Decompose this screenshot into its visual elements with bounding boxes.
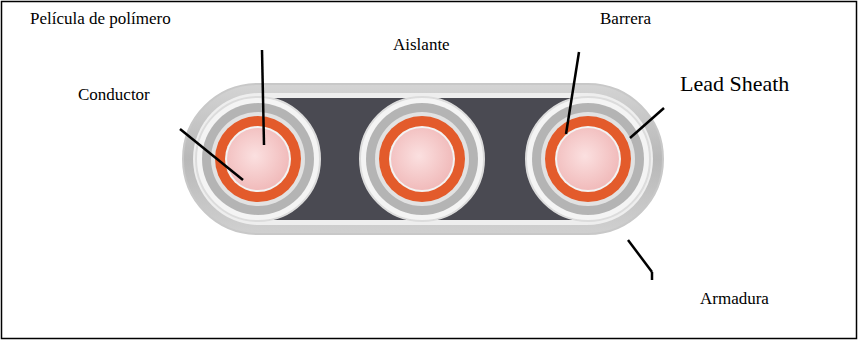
armor-inner-edge (193, 93, 653, 225)
core (360, 97, 484, 221)
part-label: Barrera (600, 10, 651, 29)
part-label: Conductor (78, 86, 150, 105)
core (526, 97, 650, 221)
part-label: Aislante (393, 36, 450, 55)
part-label: Lead Sheath (680, 72, 789, 96)
leader-lines (180, 50, 664, 280)
armor-jacket (183, 84, 663, 234)
part-label: Armadura (700, 290, 769, 309)
core (196, 97, 320, 221)
filler (198, 98, 648, 220)
part-label: Película de polímero (30, 10, 171, 29)
